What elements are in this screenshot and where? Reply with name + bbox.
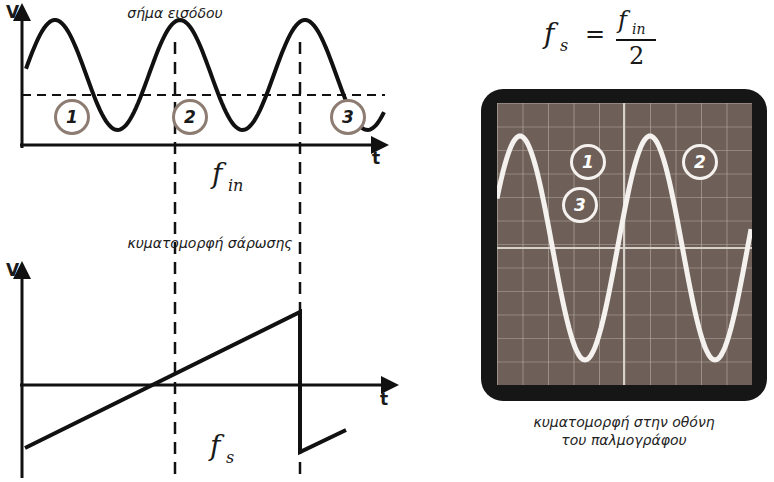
callout-circle: 2 — [172, 99, 208, 135]
plot-title: κυματομορφή σάρωσης — [127, 236, 292, 250]
frequency-symbol: f — [210, 432, 220, 460]
callout-number: 1 — [582, 154, 594, 171]
scope-bezel — [481, 89, 767, 401]
t-axis — [20, 384, 390, 387]
v-axis — [21, 270, 24, 478]
callout-number: 3 — [574, 197, 586, 214]
frequency-subscript: in — [228, 178, 243, 194]
oscilloscope-screen: κυματομορφή στην οθόνη του παλμογράφου13… — [481, 89, 767, 401]
axis-label: t — [380, 391, 388, 408]
formula-symbol: f — [544, 20, 554, 48]
callout-circle: 1 — [54, 99, 90, 135]
callout-number: 2 — [694, 154, 706, 171]
plot-title: σήμα εισόδου — [127, 6, 222, 20]
mean-line — [22, 94, 385, 96]
formula-symbol: f — [618, 8, 627, 32]
screen-sine — [497, 136, 751, 360]
formula-subscript: s — [560, 38, 568, 54]
v-axis — [21, 12, 24, 148]
scope-screen — [497, 103, 752, 385]
axis-label: V — [6, 262, 19, 279]
formula-denominator: 2 — [629, 44, 644, 68]
scope-grid — [497, 103, 752, 385]
callout-number: 1 — [66, 109, 78, 126]
callout-number: 3 — [342, 109, 354, 126]
callout-circle: 3 — [562, 187, 598, 223]
scope-axis — [623, 103, 625, 385]
fraction-bar — [616, 39, 656, 41]
frequency-symbol: f — [212, 160, 222, 188]
formula-subscript: in — [632, 22, 646, 36]
formula-equals: = — [585, 22, 605, 46]
axis-label: V — [6, 4, 19, 21]
callout-number: 2 — [184, 109, 196, 126]
axis-label: t — [372, 150, 380, 167]
callout-circle: 3 — [330, 99, 366, 135]
frequency-subscript: s — [226, 450, 234, 466]
caption: κυματομορφή στην οθόνη του παλμογράφου — [519, 413, 729, 449]
callout-circle: 2 — [682, 144, 718, 180]
sawtooth — [25, 312, 346, 452]
t-axis — [20, 144, 380, 147]
callout-circle: 1 — [570, 144, 606, 180]
